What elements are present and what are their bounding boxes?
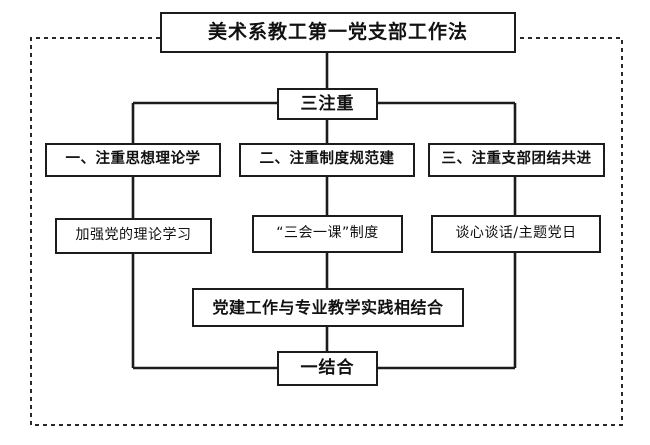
- node-title: 美术系教工第一党支部工作法: [160, 12, 516, 53]
- dashed-frame: [30, 37, 623, 426]
- node-leaf-3: 谈心谈话/主题党日: [431, 215, 601, 253]
- node-branch-2: 二、注重制度规范建: [239, 143, 415, 177]
- node-hub: 三注重: [277, 88, 378, 120]
- node-combined: 党建工作与专业教学实践相结合: [192, 288, 464, 327]
- node-branch-1: 一、注重思想理论学: [45, 143, 221, 177]
- node-bottom: 一结合: [277, 351, 378, 386]
- node-branch-3: 三、注重支部团结共进: [428, 143, 605, 177]
- node-leaf-2: “三会一课”制度: [252, 215, 403, 253]
- node-leaf-1: 加强党的理论学习: [55, 218, 212, 254]
